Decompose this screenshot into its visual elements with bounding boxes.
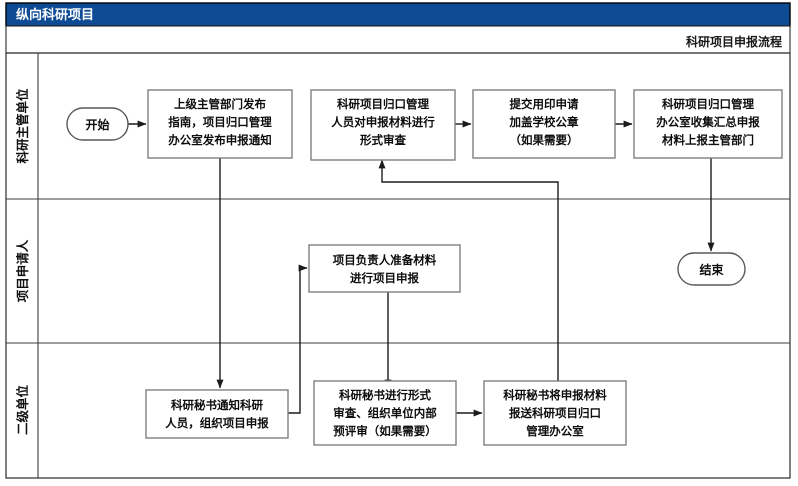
node-seal-request[interactable]: 提交用印申请 加盖学校公章 （如果需要） (472, 89, 616, 159)
node-end[interactable]: 结束 (677, 252, 746, 286)
title-bar: 纵向科研项目 (5, 2, 791, 27)
document-title: 纵向科研项目 (16, 7, 94, 23)
edge-notify-staff-to-prepare-materials (288, 264, 308, 414)
node-collect-submit[interactable]: 科研项目归口管理 办公室收集汇总申报 材料上报主管部门 (633, 89, 783, 159)
title-bar-background (5, 2, 791, 27)
node-seal-request-shape[interactable] (472, 89, 616, 159)
lane-label-supervisor: 科研主管单位 (15, 88, 30, 164)
lane-label-applicant: 项目申请人 (15, 239, 30, 302)
node-formal-review-shape[interactable] (310, 89, 456, 161)
connectors (128, 120, 715, 417)
edge-secretary-forward-to-formal-review (378, 159, 559, 388)
node-secretary-forward-line-3: 管理办公室 (526, 424, 584, 438)
node-publish-guide-line-2: 指南，项目归口管理 (168, 115, 272, 129)
lane-label-applicant-text: 项目申请人 (15, 239, 30, 302)
node-seal-request-line-3: （如果需要） (510, 133, 579, 147)
node-notify-staff-line-2: 人员，组织项目申报 (165, 416, 269, 430)
node-seal-request-line-1: 提交用印申请 (510, 97, 579, 111)
node-publish-guide-line-1: 上级主管部门发布 (174, 97, 266, 111)
node-formal-review-line-2: 人员对申报材料进行 (331, 115, 435, 129)
node-notify-staff[interactable]: 科研秘书通知科研 人员，组织项目申报 (145, 389, 289, 439)
node-publish-guide[interactable]: 上级主管部门发布 指南，项目归口管理 办公室发布申报通知 (147, 89, 293, 159)
node-formal-review[interactable]: 科研项目归口管理 人员对申报材料进行 形式审查 (310, 89, 456, 161)
node-collect-submit-line-2: 办公室收集汇总申报 (656, 115, 760, 129)
lane-label-secondary-unit: 二级单位 (15, 385, 30, 436)
node-end-label: 结束 (699, 262, 724, 277)
node-secretary-forward-line-2: 报送科研项目归口 (509, 406, 601, 420)
node-secretary-review-line-2: 审查、组织单位内部 (333, 406, 437, 420)
swimlane-outer-border (5, 52, 791, 479)
node-secretary-forward-line-1: 科研秘书将申报材料 (503, 388, 607, 402)
subtitle-strip: 科研项目申报流程 (5, 25, 791, 54)
node-collect-submit-line-1: 科研项目归口管理 (662, 97, 754, 111)
node-notify-staff-shape[interactable] (145, 389, 289, 439)
node-collect-submit-line-3: 材料上报主管部门 (662, 133, 754, 147)
node-start[interactable]: 开始 (66, 107, 129, 141)
node-seal-request-line-2: 加盖学校公章 (509, 115, 579, 129)
lane-label-secondary-unit-text: 二级单位 (15, 385, 30, 436)
node-prepare-materials[interactable]: 项目负责人准备材料 进行项目申报 (308, 244, 461, 293)
node-formal-review-line-1: 科研项目归口管理 (337, 97, 429, 111)
node-prepare-materials-line-1: 项目负责人准备材料 (333, 253, 437, 267)
node-prepare-materials-line-2: 进行项目申报 (350, 271, 419, 285)
node-end-shape[interactable] (677, 252, 746, 286)
subtitle-strip-background (5, 25, 791, 54)
swimlane-frame (5, 52, 791, 479)
node-notify-staff-line-1: 科研秘书通知科研 (171, 398, 263, 412)
node-publish-guide-line-3: 办公室发布申报通知 (168, 133, 272, 147)
node-secretary-review[interactable]: 科研秘书进行形式 审查、组织单位内部 预评审（如果需要） (313, 380, 457, 446)
node-collect-submit-shape[interactable] (633, 89, 783, 159)
lane-label-supervisor-text: 科研主管单位 (15, 88, 30, 164)
node-secretary-review-line-1: 科研秘书进行形式 (339, 388, 431, 402)
node-secretary-review-shape[interactable] (313, 380, 457, 446)
node-secretary-review-line-3: 预评审（如果需要） (333, 424, 437, 438)
node-start-shape[interactable] (66, 107, 129, 141)
node-start-label: 开始 (85, 117, 109, 132)
process-subtitle: 科研项目申报流程 (686, 34, 782, 49)
node-formal-review-line-3: 形式审查 (360, 133, 406, 147)
node-secretary-forward[interactable]: 科研秘书将申报材料 报送科研项目归口 管理办公室 (483, 380, 627, 446)
node-secretary-forward-shape[interactable] (483, 380, 627, 446)
node-publish-guide-shape[interactable] (147, 89, 293, 159)
node-prepare-materials-shape[interactable] (308, 244, 461, 293)
